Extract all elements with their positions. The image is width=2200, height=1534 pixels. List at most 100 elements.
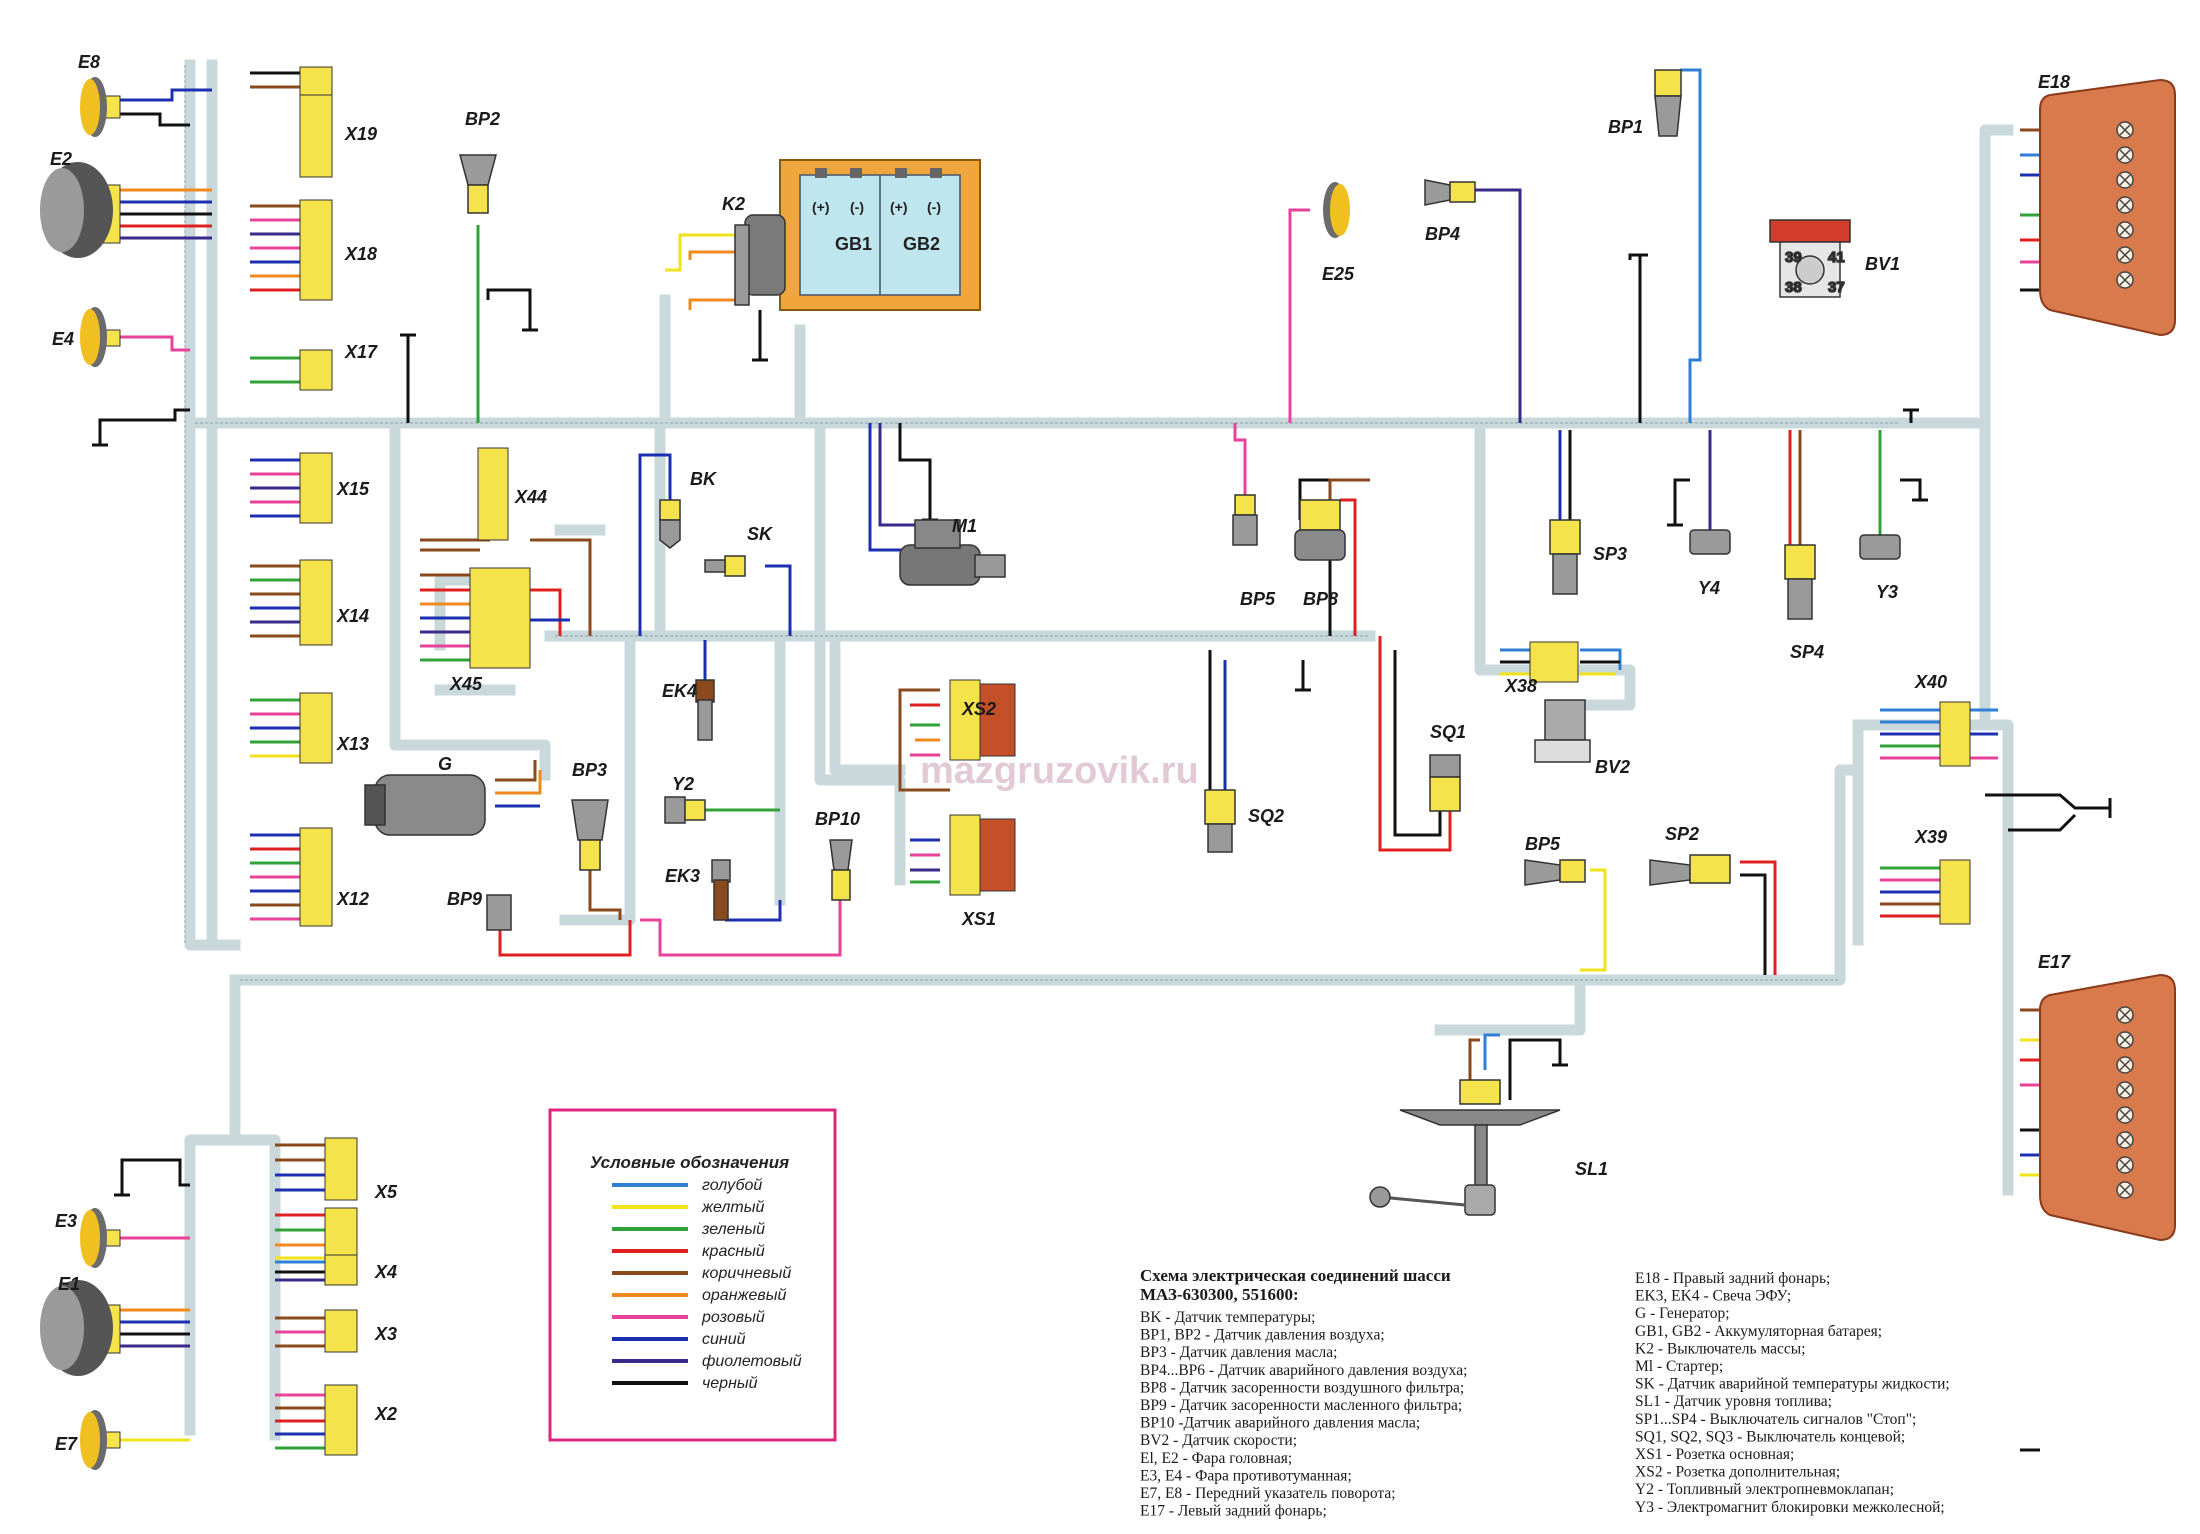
legend-item-label: зеленый	[701, 1221, 765, 1238]
sensor-bv2-icon	[1534, 699, 1591, 763]
solenoid-y3-icon	[1859, 534, 1901, 560]
label-sp4: SP4	[1790, 642, 1824, 662]
label-x39: X39	[1914, 827, 1947, 847]
legend-item-label: оранжевый	[702, 1287, 787, 1304]
sensor-bp5b-icon	[1524, 859, 1586, 886]
legend-item-label: коричневый	[702, 1265, 791, 1282]
connector-x19	[299, 66, 333, 178]
caption-line: G - Генератор;	[1635, 1305, 1730, 1322]
solenoid-y4-icon	[1689, 529, 1731, 555]
label-x44: X44	[514, 487, 547, 507]
connector-x3	[324, 1309, 358, 1353]
sensor-bp4-icon	[1424, 179, 1476, 206]
label-g: G	[438, 754, 452, 774]
legend: Условные обозначения голубойжелтыйзелены…	[548, 1108, 837, 1442]
label-x4: X4	[374, 1262, 397, 1282]
caption-line: E7, E8 - Передний указатель поворота;	[1140, 1485, 1396, 1502]
label-y4: Y4	[1698, 578, 1720, 598]
connector-x44	[477, 447, 509, 541]
component-labels: E8E2E4E3E1E7X19X18X17X15X14X13X12X44X45B…	[50, 52, 2071, 1454]
label-xs1: XS1	[961, 909, 996, 929]
generator-g-icon	[364, 774, 486, 836]
connector-x39	[1939, 859, 1971, 925]
caption-line: Ml - Стартер;	[1635, 1358, 1723, 1375]
label-x19: X19	[344, 124, 377, 144]
connector-x14	[299, 559, 333, 646]
caption-block: Схема электрическая соединений шасси МАЗ…	[1140, 1266, 1950, 1520]
sensor-bp3-icon	[571, 799, 609, 871]
glow-plug-ek4-icon	[695, 679, 715, 741]
caption-line: BP1, BP2 - Датчик давления воздуха;	[1140, 1327, 1385, 1344]
caption-line: SP1...SP4 - Выключатель сигналов "Стоп";	[1635, 1411, 1916, 1428]
lamp-e7-icon	[80, 1410, 107, 1470]
bv1-pin-41: 41	[1828, 249, 1845, 266]
valve-y2-icon	[664, 796, 706, 824]
lamp-e25-icon	[1323, 182, 1350, 238]
label-k2: K2	[722, 194, 745, 214]
switch-sp3-icon	[1549, 519, 1581, 595]
bv1-pin-37: 37	[1828, 279, 1845, 296]
label-e3: E3	[55, 1211, 77, 1231]
label-ek4: EK4	[662, 681, 697, 701]
label-x12: X12	[336, 889, 369, 909]
legend-title: Условные обозначения	[590, 1153, 789, 1172]
connector-x17	[299, 349, 333, 391]
connector-x45	[469, 567, 531, 669]
label-bp2: BP2	[465, 109, 500, 129]
caption-line: Y2 - Топливный электропневмоклапан;	[1635, 1481, 1894, 1498]
label-bp8: BP8	[1303, 589, 1338, 609]
label-e4: E4	[52, 329, 74, 349]
connector-x38	[1529, 641, 1579, 683]
sensor-bv1-icon	[1769, 219, 1851, 298]
caption-line: BP8 - Датчик засоренности воздушного фил…	[1140, 1379, 1464, 1396]
label-e17: E17	[2038, 952, 2071, 972]
lamp-e8-icon	[80, 77, 107, 137]
label-bp9: BP9	[447, 889, 482, 909]
label-e7: E7	[55, 1434, 78, 1454]
label-x13: X13	[336, 734, 369, 754]
battery-terminal-3: (+)	[890, 199, 908, 215]
label-e2: E2	[50, 149, 72, 169]
caption-title-2: МАЗ-630300, 551600:	[1140, 1285, 1299, 1304]
sensor-bp10-icon	[829, 839, 853, 901]
switch-sq1-icon	[1429, 754, 1461, 812]
legend-item-label: фиолетовый	[702, 1353, 802, 1370]
legend-items: голубойжелтыйзеленыйкрасныйкоричневыйора…	[612, 1177, 802, 1392]
caption-line: BP9 - Датчик засоренности масленного фил…	[1140, 1397, 1462, 1414]
label-y3: Y3	[1876, 582, 1898, 602]
connector-x18	[299, 199, 333, 301]
legend-item-label: черный	[702, 1375, 758, 1392]
label-m1: M1	[952, 516, 977, 536]
lamp-bulbs	[2116, 121, 2134, 1199]
label-bp10: BP10	[815, 809, 860, 829]
sensor-bp9-icon	[486, 894, 512, 931]
label-sp3: SP3	[1593, 544, 1627, 564]
caption-line: BP10 -Датчик аварийного давления масла;	[1140, 1415, 1420, 1432]
switch-sq2-icon	[1204, 789, 1236, 853]
connector-x4	[324, 1254, 358, 1286]
bv1-pin-38: 38	[1785, 279, 1802, 296]
connector-x13	[299, 692, 333, 764]
label-x45: X45	[449, 674, 483, 694]
switch-sp2-icon	[1649, 854, 1731, 886]
starter-m1-icon	[899, 519, 1006, 586]
label-x38: X38	[1504, 676, 1537, 696]
label-x5: X5	[374, 1182, 398, 1202]
caption-line: GB1, GB2 - Аккумуляторная батарея;	[1635, 1323, 1882, 1340]
caption-line: Y3 - Электромагнит блокировки межколесно…	[1635, 1499, 1945, 1516]
label-x3: X3	[374, 1324, 397, 1344]
label-bp4: BP4	[1425, 224, 1460, 244]
label-bp5a: BP5	[1240, 589, 1276, 609]
sensor-bp8-icon	[1294, 499, 1346, 561]
label-bk: BK	[690, 469, 718, 489]
label-e18: E18	[2038, 72, 2070, 92]
sensor-bp2-icon	[459, 154, 497, 214]
caption-line: BP4...BP6 - Датчик аварийного давления в…	[1140, 1362, 1467, 1379]
switch-k2-icon	[734, 214, 786, 306]
rear-lamp-e18	[2039, 78, 2176, 337]
caption-line: EK3, EK4 - Свеча ЭФУ;	[1635, 1288, 1791, 1305]
label-x14: X14	[336, 606, 369, 626]
caption-line: XS1 - Розетка основная;	[1635, 1446, 1794, 1463]
caption-title-1: Схема электрическая соединений шасси	[1140, 1266, 1451, 1285]
